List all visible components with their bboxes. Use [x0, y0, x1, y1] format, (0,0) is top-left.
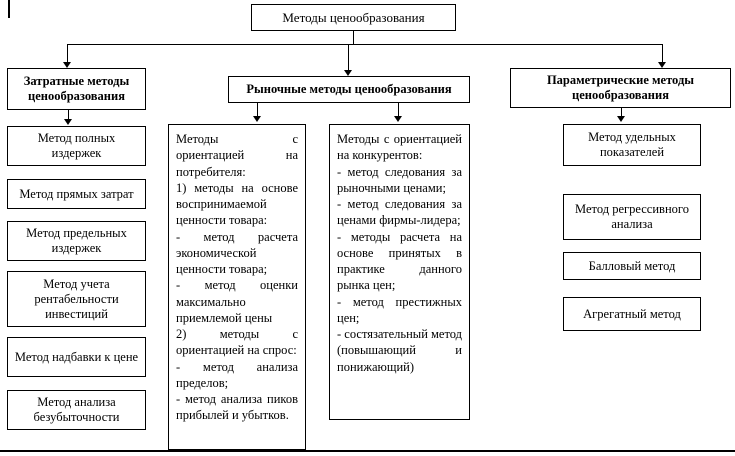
node-cost-item: Метод надбавки к цене	[7, 337, 146, 377]
connector-market-consumer	[257, 103, 258, 116]
arrow-down-icon	[658, 62, 666, 68]
arrow-down-icon	[617, 116, 625, 122]
page-bottom-rule	[0, 450, 735, 452]
node-market-consumer-methods: Методы с ориентацией на потребителя: 1) …	[168, 124, 306, 450]
connector-cost-items	[68, 110, 69, 119]
node-parametric-item: Метод удельных показателей	[563, 124, 701, 166]
arrow-down-icon	[394, 116, 402, 122]
node-cost-item: Метод анализа безубыточности	[7, 390, 146, 430]
connector-to-cost	[67, 44, 68, 62]
node-cost-item: Метод предельных издержек	[7, 221, 146, 261]
connector-parametric-items	[621, 108, 622, 116]
node-parametric-item: Метод регрессивного анализа	[563, 194, 701, 240]
node-parametric-item: Агрегатный метод	[563, 297, 701, 331]
node-cost-item: Метод полных издержек	[7, 126, 146, 166]
connector-market-competitor	[398, 103, 399, 116]
connector-to-parametric	[662, 44, 663, 62]
node-cost-item: Метод прямых затрат	[7, 179, 146, 209]
page-left-tick	[8, 0, 10, 18]
arrow-down-icon	[63, 62, 71, 68]
node-cost-item: Метод учета рентабельности инвестиций	[7, 271, 146, 327]
connector-to-market	[348, 44, 349, 70]
connector-root-branch	[67, 44, 662, 45]
node-market-competitor-methods: Методы с ориентацией на конкурентов: - м…	[329, 124, 470, 420]
connector-root-stem	[353, 31, 354, 44]
node-cost-header: Затратные методы ценообразования	[7, 68, 146, 110]
node-market-header: Рыночные методы ценообразования	[228, 76, 470, 103]
arrow-down-icon	[64, 119, 72, 125]
node-parametric-item: Балловый метод	[563, 252, 701, 280]
node-title: Методы ценообразования	[251, 4, 456, 31]
arrow-down-icon	[253, 116, 261, 122]
node-parametric-header: Параметрические методы ценообразования	[510, 68, 731, 108]
arrow-down-icon	[344, 70, 352, 76]
